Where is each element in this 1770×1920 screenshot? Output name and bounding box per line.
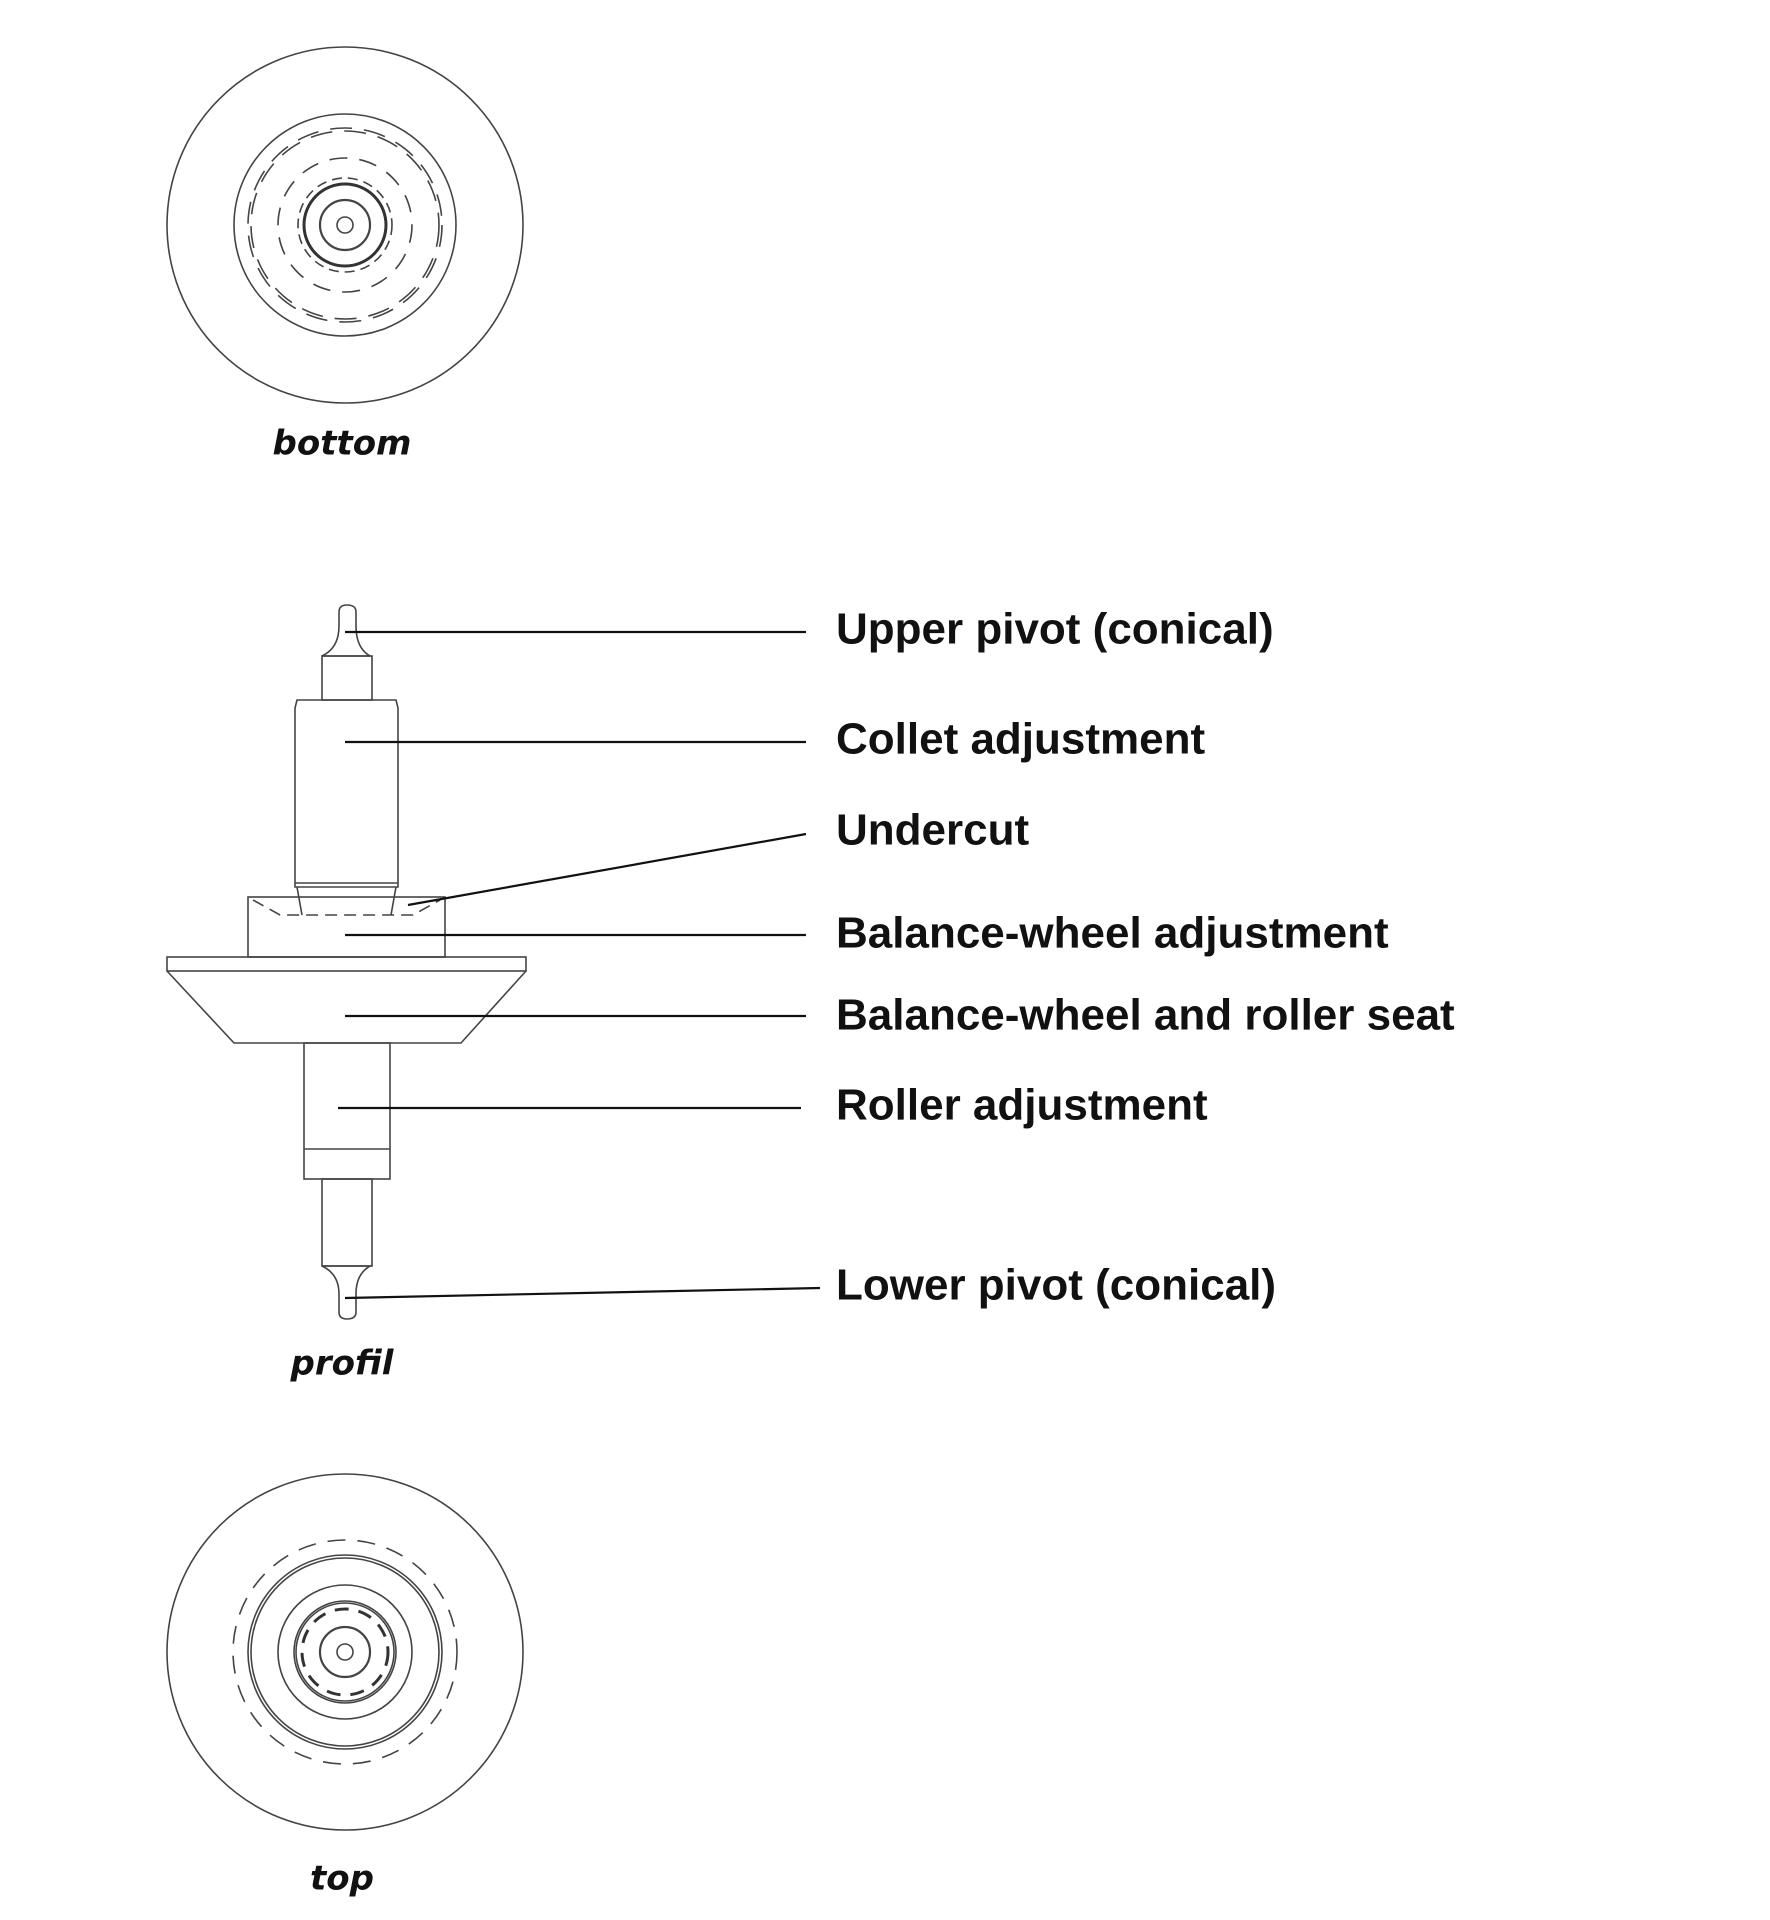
label-roller-adjustment: Roller adjustment [836, 1081, 1208, 1130]
label-balance-wheel-roller-seat: Balance-wheel and roller seat [836, 991, 1455, 1040]
top-view-caption: top [310, 1859, 374, 1899]
profile-view [166, 604, 527, 1320]
label-undercut: Undercut [836, 806, 1029, 855]
label-upper-pivot: Upper pivot (conical) [836, 605, 1274, 654]
label-collet-adjustment: Collet adjustment [836, 715, 1205, 764]
leader-lines [338, 630, 821, 1300]
top-view [166, 1473, 524, 1831]
label-balance-wheel-adjustment: Balance-wheel adjustment [836, 909, 1389, 958]
bottom-view [166, 46, 524, 404]
profile-view-caption: profil [290, 1344, 395, 1384]
bottom-view-caption: bottom [273, 424, 412, 464]
label-lower-pivot: Lower pivot (conical) [836, 1261, 1276, 1310]
